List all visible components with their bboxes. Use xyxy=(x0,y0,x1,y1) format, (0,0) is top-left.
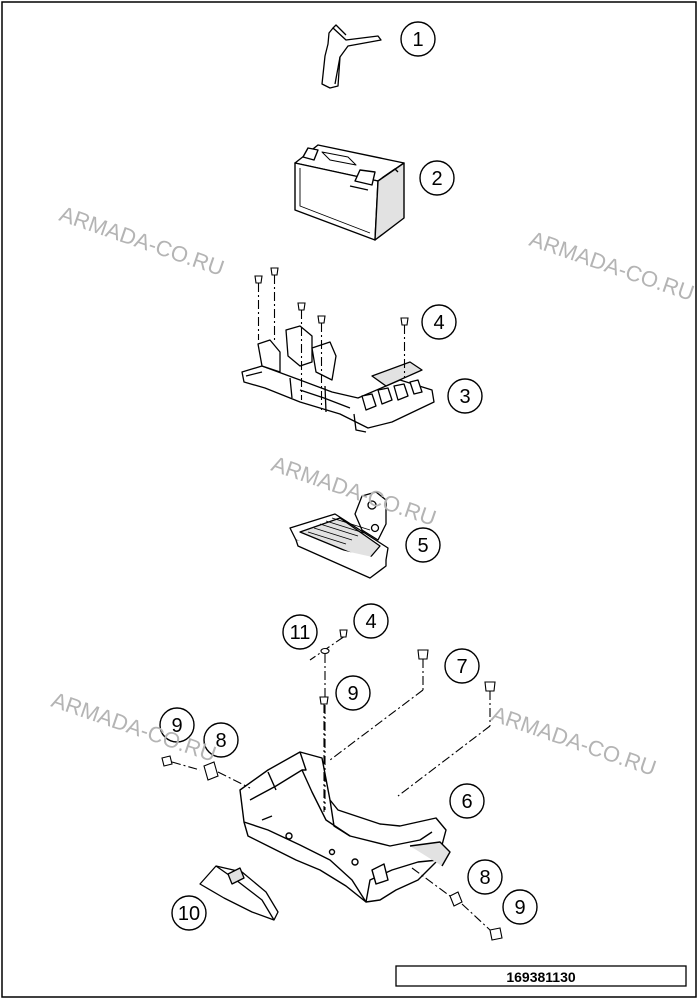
part-9-screw-right xyxy=(461,903,503,941)
callout-10: 10 xyxy=(178,903,200,925)
callout-8b-circle xyxy=(467,859,503,895)
drawing-number-box: 169381130 xyxy=(395,965,687,987)
callout-11: 11 xyxy=(290,622,311,644)
part-6-battery-box xyxy=(239,751,451,903)
callout-2-circle xyxy=(419,160,455,196)
callout-8b: 8 xyxy=(479,867,490,889)
part-8-nut-left xyxy=(203,761,251,789)
callout-6: 6 xyxy=(461,791,472,813)
callout-6-circle xyxy=(449,783,485,819)
part-7-screw-b xyxy=(397,681,496,797)
watermark-5: ARMADA-CO.RU xyxy=(488,701,659,781)
watermark-2: ARMADA-CO.RU xyxy=(526,226,697,306)
callout-7: 7 xyxy=(456,656,467,678)
callout-8a-circle xyxy=(203,722,239,758)
part-1-battery-strap xyxy=(321,24,382,89)
callout-9a-circle xyxy=(335,675,371,711)
watermark-1: ARMADA-CO.RU xyxy=(56,201,227,281)
callout-9b-circle xyxy=(159,707,195,743)
callout-1: 1 xyxy=(412,29,423,51)
callout-4b-circle xyxy=(353,603,389,639)
callout-7-circle xyxy=(444,648,480,684)
part-5-regulator xyxy=(289,491,389,579)
callout-9a: 9 xyxy=(347,683,358,705)
part-2-battery xyxy=(294,144,405,241)
callout-11-circle xyxy=(282,614,318,650)
callout-8a: 8 xyxy=(215,730,226,752)
callout-4b: 4 xyxy=(365,611,376,633)
callouts xyxy=(159,21,538,931)
watermark-3: ARMADA-CO.RU xyxy=(268,451,439,531)
part-4-screws-upper xyxy=(254,267,409,410)
callout-5: 5 xyxy=(417,535,428,557)
screw-e xyxy=(400,317,409,378)
watermarks: ARMADA-CO.RU ARMADA-CO.RU ARMADA-CO.RU A… xyxy=(48,201,697,781)
screw-d xyxy=(317,315,326,410)
part-8-clip-right xyxy=(411,867,463,907)
screw-b xyxy=(270,267,279,340)
callout-9c: 9 xyxy=(514,897,525,919)
part-3-battery-holder xyxy=(241,325,435,433)
callout-4a-circle xyxy=(421,304,457,340)
callout-10-circle xyxy=(171,895,207,931)
screw-a xyxy=(254,275,263,340)
callout-9c-circle xyxy=(502,889,538,925)
callout-1-circle xyxy=(400,21,436,57)
screw-c xyxy=(297,302,306,400)
drawing-number: 169381130 xyxy=(506,969,576,985)
part-9-screw-middle xyxy=(319,696,329,812)
part-9-screw-left xyxy=(161,755,201,771)
callout-3-circle xyxy=(447,378,483,414)
part-11-washer xyxy=(320,647,330,810)
callout-labels: 1 2 4 3 5 11 4 7 9 9 8 6 8 9 10 xyxy=(171,29,525,925)
callout-9b: 9 xyxy=(171,715,182,737)
callout-4a: 4 xyxy=(433,312,444,334)
callout-2: 2 xyxy=(431,168,442,190)
callout-5-circle xyxy=(405,527,441,563)
part-7-screw-a xyxy=(329,649,429,761)
part-10-cover xyxy=(199,865,279,921)
callout-3: 3 xyxy=(459,386,470,408)
